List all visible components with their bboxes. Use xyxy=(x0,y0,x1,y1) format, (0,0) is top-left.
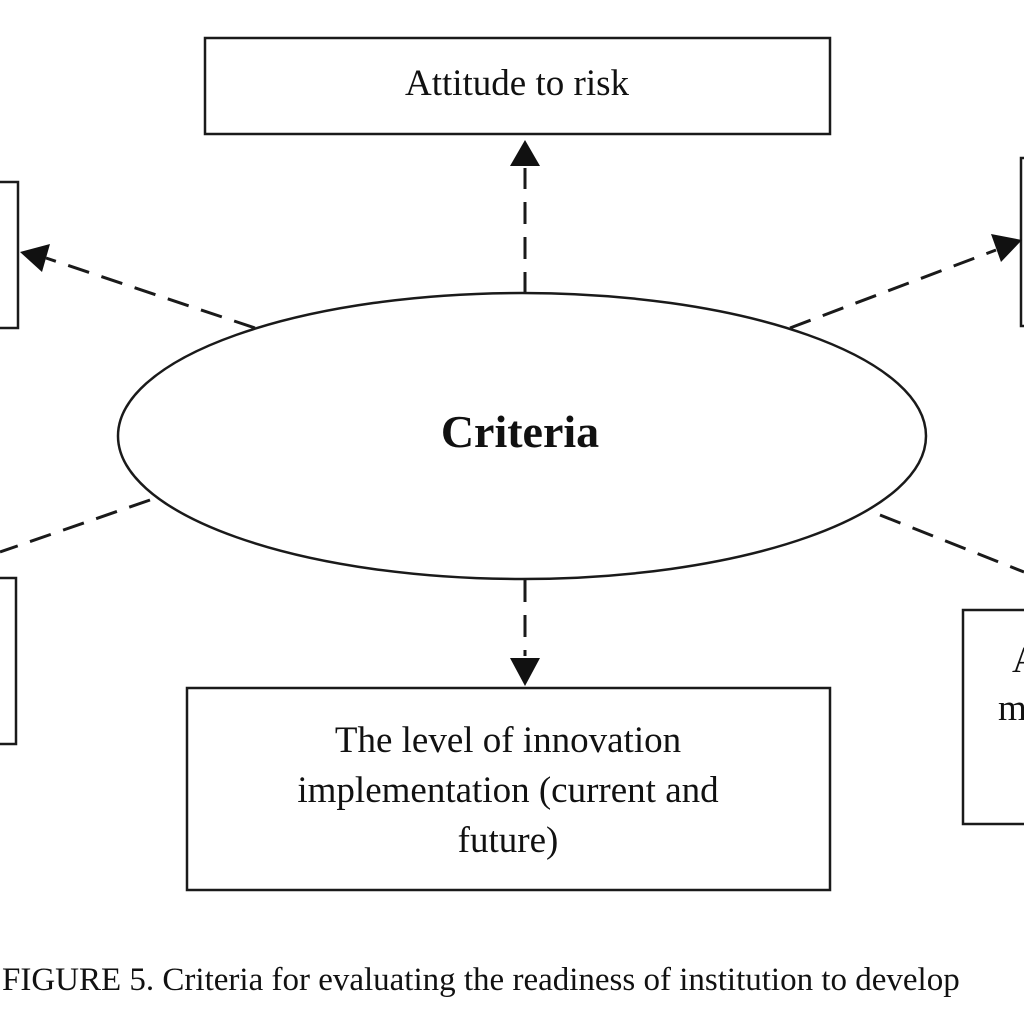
edge-to-top-right xyxy=(789,248,997,330)
node-bottom-label-line-2: implementation (current and xyxy=(297,770,719,811)
node-bottom-right-label-line-1: A xyxy=(1012,640,1024,681)
criteria-ellipse xyxy=(116,291,928,581)
arrowhead-top xyxy=(510,140,540,166)
node-bottom-box xyxy=(185,686,832,892)
node-bottom-left-box xyxy=(0,576,18,746)
arrowhead-bottom xyxy=(510,658,540,686)
node-bottom-label-line-3: future) xyxy=(458,820,559,861)
node-top-box xyxy=(203,36,832,136)
figure-caption: FIGURE 5. Criteria for evaluating the re… xyxy=(2,962,960,998)
criteria-label: Criteria xyxy=(441,406,599,457)
edge-to-top-left xyxy=(45,256,256,330)
arrowhead-top-left xyxy=(20,244,50,272)
edge-to-bottom-right xyxy=(879,513,1024,574)
node-bottom-label-line-1: The level of innovation xyxy=(335,720,681,761)
node-bottom-right-box xyxy=(961,608,1024,826)
node-top-label: Attitude to risk xyxy=(405,63,630,104)
arrowhead-top-right xyxy=(991,234,1022,262)
edge-to-bottom-left xyxy=(0,498,151,554)
node-bottom-right-label-line-2: m xyxy=(998,688,1024,729)
node-top-right-box xyxy=(1019,156,1024,328)
node-top-left-box xyxy=(0,180,20,330)
